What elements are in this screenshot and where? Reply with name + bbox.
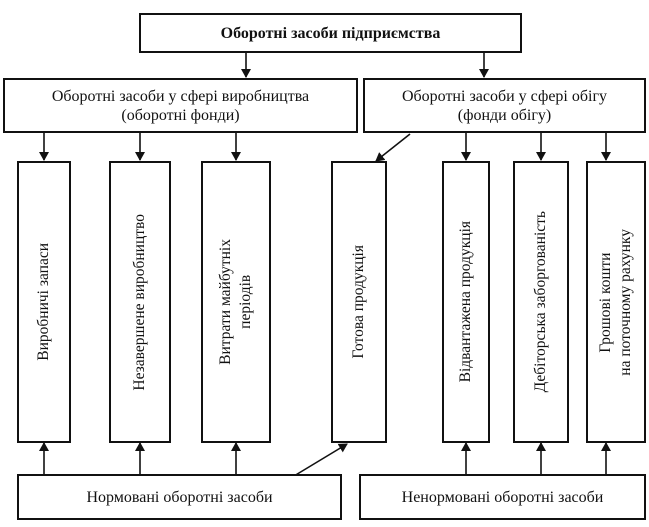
item-cash-on-account-line2: на поточному рахунку — [617, 228, 634, 376]
production-sphere-line2: (оборотні фонди) — [121, 106, 240, 124]
arrow-circulation-to-finished — [375, 133, 411, 162]
item-shipped-goods: Відвантажена продукція — [442, 161, 490, 443]
item-finished-goods-label: Готова продукція — [350, 245, 367, 359]
root-box: Оборотні засоби підприємства — [139, 13, 522, 53]
normalized-assets-label: Нормовані оборотні засоби — [86, 488, 273, 506]
non-normalized-assets-label: Ненормовані оборотні засоби — [401, 488, 604, 506]
item-receivables-label: Дебіторська заборгованість — [532, 211, 549, 393]
non-normalized-assets-box: Ненормовані оборотні засоби — [359, 474, 646, 520]
item-work-in-progress-label: Незавершене виробництво — [131, 213, 148, 391]
circulation-sphere-line1: Оборотні засоби у сфері обігу — [401, 87, 608, 105]
item-deferred-expenses-line1: Витрати майбутніх — [217, 239, 234, 365]
normalized-assets-box: Нормовані оборотні засоби — [17, 474, 342, 520]
item-receivables: Дебіторська заборгованість — [513, 161, 569, 443]
circulation-sphere-box: Оборотні засоби у сфері обігу (фонди обі… — [363, 78, 646, 133]
arrow-normalized-to-finished — [293, 443, 348, 477]
item-cash-on-account-line1: Грошові кошти — [597, 251, 614, 353]
item-deferred-expenses-line2: періодів — [237, 274, 254, 330]
item-cash-on-account: Грошові кошти на поточному рахунку — [586, 161, 646, 443]
production-sphere-line1: Оборотні засоби у сфері виробництва — [51, 87, 310, 105]
root-label: Оборотні засоби підприємства — [220, 24, 441, 42]
item-production-stocks: Виробничі запаси — [17, 161, 71, 443]
item-shipped-goods-label: Відвантажена продукція — [457, 221, 474, 383]
item-deferred-expenses: Витрати майбутніх періодів — [201, 161, 271, 443]
circulation-sphere-line2: (фонди обігу) — [457, 106, 552, 124]
item-work-in-progress: Незавершене виробництво — [109, 161, 171, 443]
item-finished-goods: Готова продукція — [331, 161, 387, 443]
item-production-stocks-label: Виробничі запаси — [35, 243, 52, 361]
production-sphere-box: Оборотні засоби у сфері виробництва (обо… — [3, 78, 358, 133]
